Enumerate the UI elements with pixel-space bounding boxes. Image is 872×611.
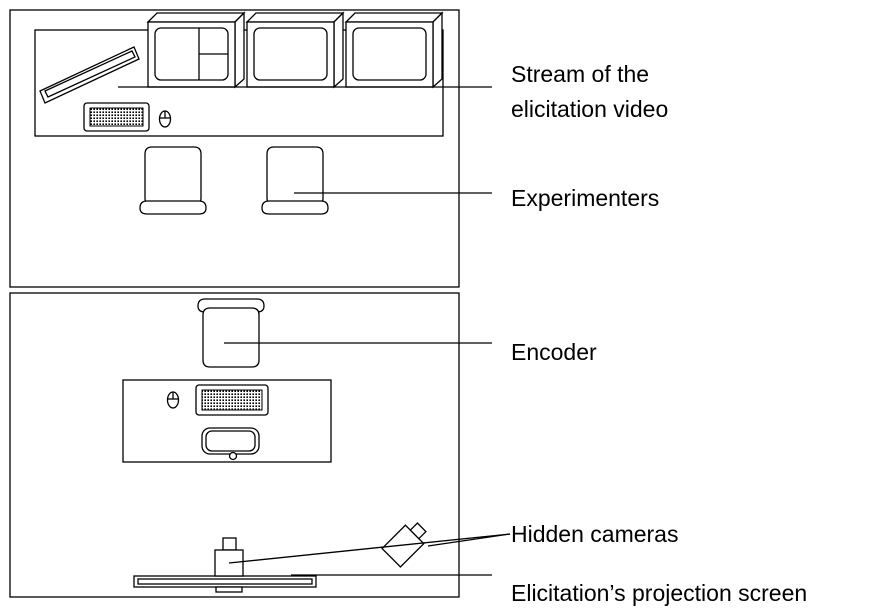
- label-projection-screen: Elicitation’s projection screen: [511, 580, 808, 606]
- leader-camera-center: [228, 533, 511, 564]
- encoder-desk: [122, 379, 332, 463]
- bottom-mouse: [166, 391, 180, 409]
- projection-screen: [133, 575, 317, 593]
- experimenter-chair-left: [139, 146, 207, 215]
- label-hidden-cameras: Hidden cameras: [511, 521, 679, 547]
- tilted-device: [39, 46, 140, 104]
- top-mouse: [158, 110, 172, 128]
- monitor-middle: [245, 11, 345, 89]
- label-experimenters: Experimenters: [511, 185, 660, 211]
- hidden-camera-right: [381, 522, 427, 568]
- label-stream-line1: Stream of the: [511, 61, 650, 87]
- monitor-left: [146, 11, 246, 89]
- label-encoder: Encoder: [511, 339, 597, 365]
- bottom-keyboard: [195, 384, 269, 416]
- leader-lines: [118, 86, 511, 576]
- bottom-room: [9, 292, 460, 598]
- encoder-device: [201, 427, 260, 461]
- top-room: [9, 9, 460, 288]
- experimenter-chair-right: [261, 146, 329, 215]
- top-keyboard: [83, 102, 150, 132]
- leader-camera-right: [427, 533, 511, 547]
- hidden-camera-center: [214, 537, 244, 577]
- encoder-chair: [197, 298, 265, 368]
- monitor-right: [344, 11, 444, 89]
- label-stream-line2: elicitation video: [511, 96, 669, 122]
